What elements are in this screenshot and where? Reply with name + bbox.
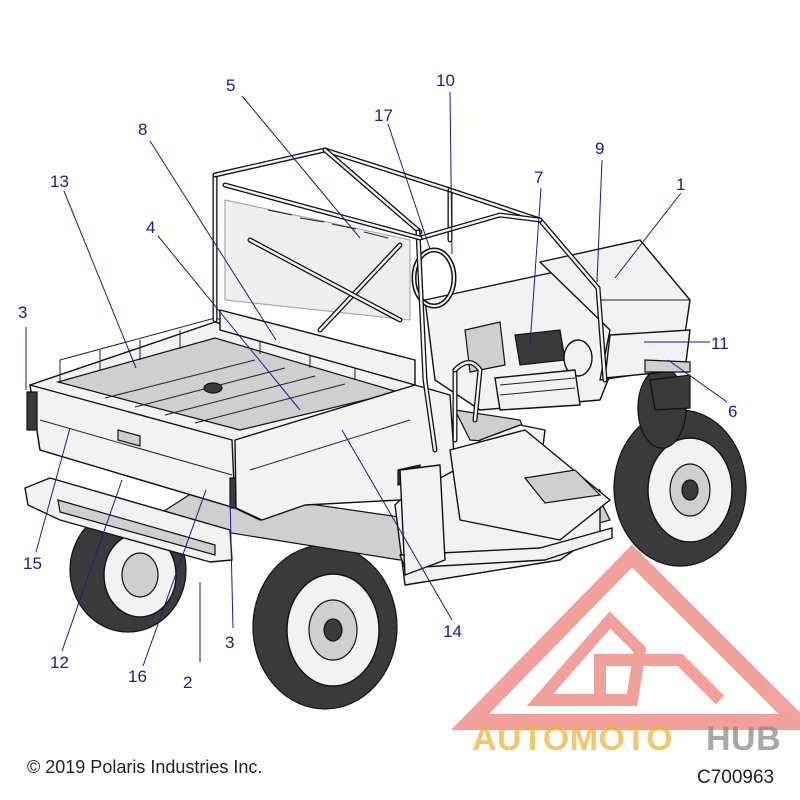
watermark-logo (451, 544, 800, 730)
callout-12: 12 (50, 653, 69, 672)
leader-7 (529, 187, 542, 346)
leader-4 (157, 235, 301, 411)
callout-16: 16 (128, 667, 147, 686)
leader-1 (614, 192, 682, 279)
leader-13 (63, 190, 137, 369)
watermark-hub: HUB (706, 720, 781, 758)
leader-14 (341, 429, 453, 621)
callout-10: 10 (436, 71, 455, 90)
callout-9: 9 (595, 139, 604, 158)
wheel-rear-left (69, 507, 187, 633)
leader-8 (149, 140, 277, 341)
leader-10 (449, 91, 453, 255)
callout-8: 8 (138, 120, 147, 139)
leader-15 (35, 427, 71, 553)
callout-17: 17 (374, 106, 393, 125)
callout-7: 7 (534, 168, 543, 187)
callout-2: 2 (183, 673, 192, 692)
leader-6 (667, 359, 728, 403)
callout-13: 13 (50, 172, 69, 191)
callout-14: 14 (443, 622, 462, 641)
watermark-automoto: AUTOMOTO (472, 720, 673, 758)
diagram-code: C700963 (697, 767, 775, 788)
roll-cage (212, 147, 608, 453)
vehicle-illustration (24, 147, 747, 710)
callout-4: 4 (146, 218, 155, 237)
leader-16 (142, 489, 207, 667)
leader-5 (241, 95, 361, 239)
leader-9 (596, 159, 603, 283)
callout-11: 11 (711, 334, 729, 353)
callout-1: 1 (676, 175, 685, 194)
wheel-rear-right (252, 544, 398, 710)
copyright-notice: © 2019 Polaris Industries Inc. (27, 757, 263, 777)
callout-3-bottom: 3 (225, 633, 234, 652)
leader-12 (61, 479, 123, 652)
callout-numbers: 1 2 3 3 4 5 6 7 8 9 10 11 12 13 14 15 16… (18, 71, 737, 692)
callout-5: 5 (226, 76, 235, 95)
leader-lines (25, 91, 728, 667)
callout-6: 6 (728, 402, 737, 421)
wheel-front-right (613, 409, 747, 567)
watermark-text: AUTOMOTO HUB (472, 720, 781, 758)
callout-3-left: 3 (18, 303, 27, 322)
callout-15: 15 (23, 554, 42, 573)
leader-3b (229, 497, 234, 629)
leader-17 (387, 123, 431, 250)
